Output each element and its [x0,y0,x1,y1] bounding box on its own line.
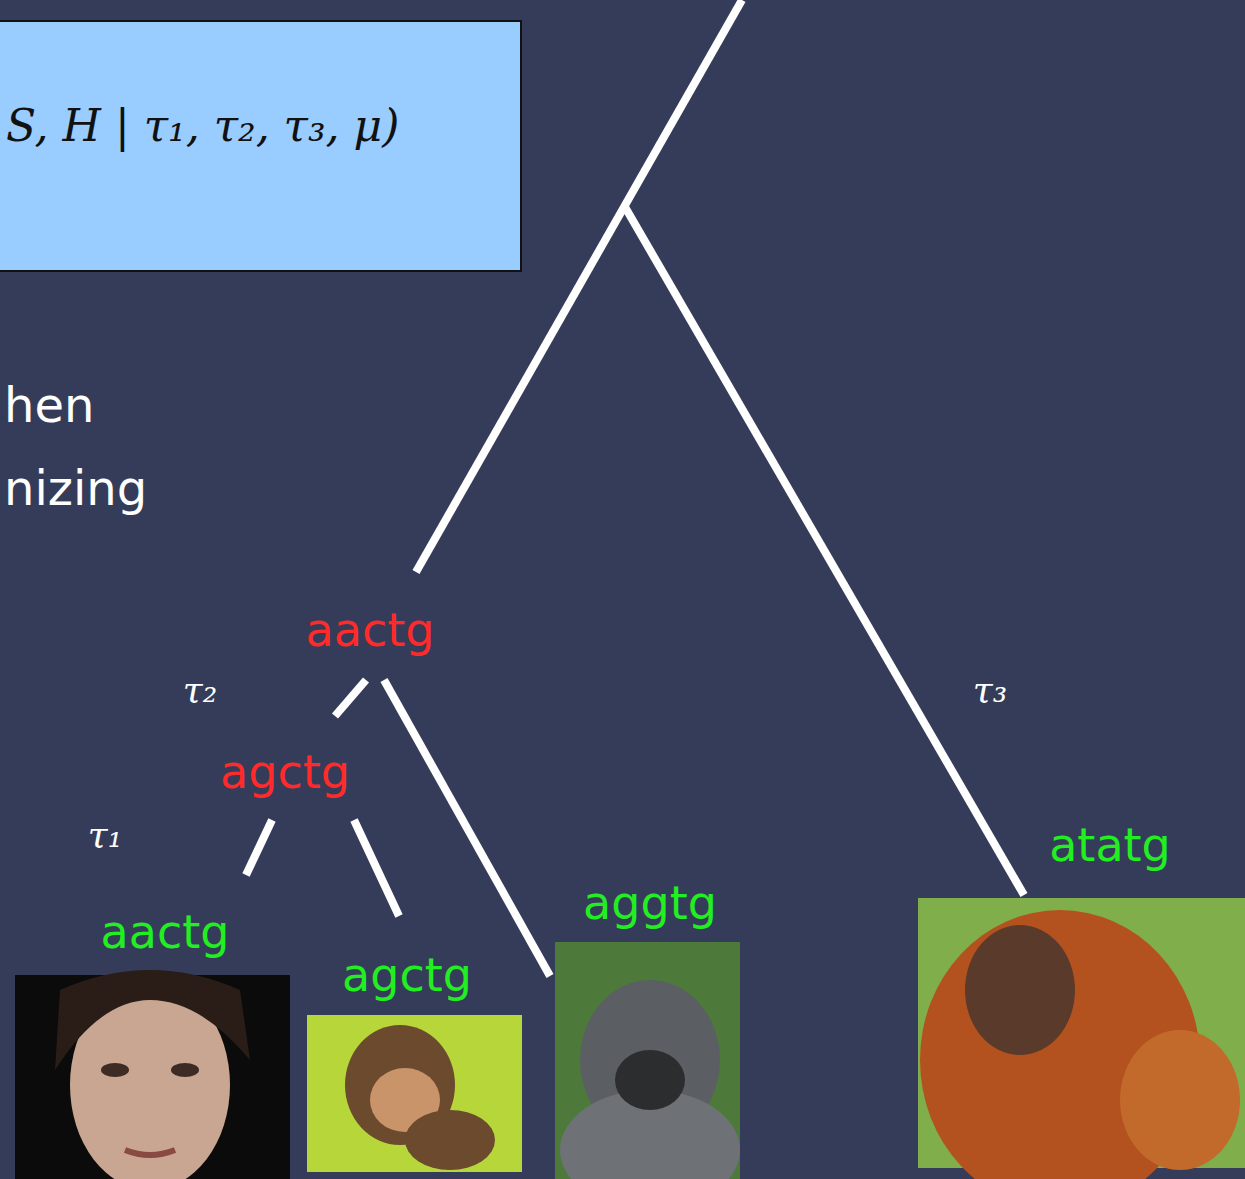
face [965,925,1075,1055]
tree-branch [625,207,1024,895]
tree-branch [335,680,366,716]
leaf-sequence: atatg [1049,820,1171,871]
human-photo [15,970,290,1179]
gorilla-photo [555,942,740,1179]
cut-text: nizing [4,462,147,515]
hand [405,1110,495,1170]
arm [1120,1030,1240,1170]
branch-time: τ₁ [88,815,122,855]
formula-box: S, H | τ₁, τ₂, τ₃, μ) [0,20,522,272]
cut-text: hen [4,379,94,432]
ancestral-sequence: agctg [220,747,350,798]
eye [171,1063,199,1077]
face [615,1050,685,1110]
leaf-sequence: aggtg [583,878,717,929]
ancestral-sequence: aactg [306,605,435,656]
leaf-sequence: aactg [101,907,230,958]
eye [101,1063,129,1077]
tree-branch [246,820,272,875]
tree-branch [354,820,399,916]
mouth [125,1150,175,1155]
tree-branch [384,680,550,976]
leaf-sequence: agctg [342,950,472,1001]
branch-time: τ₃ [973,670,1007,710]
orangutan-photo [918,898,1245,1179]
formula-text: S, H | τ₁, τ₂, τ₃, μ) [6,100,399,151]
photo-ground [307,1015,522,1172]
chimp-photo [307,1015,522,1172]
branch-time: τ₂ [183,670,217,710]
hair [55,970,250,1070]
